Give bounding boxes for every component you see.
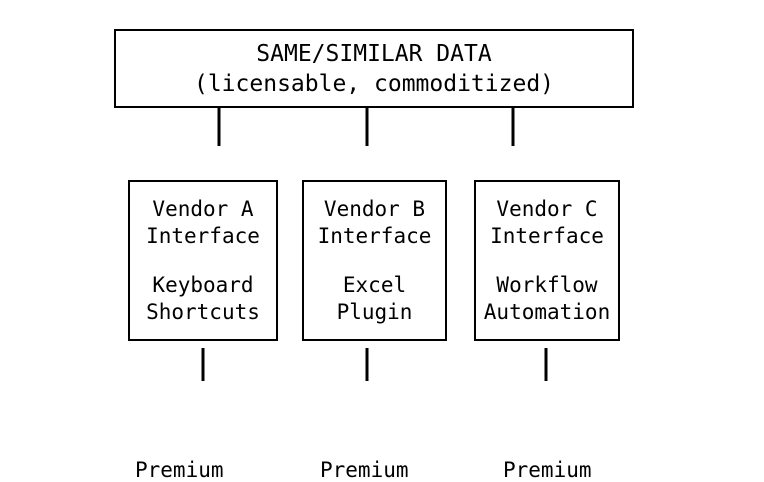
vendor-b-feature-line1: Excel bbox=[342, 272, 407, 297]
vendor-b-feature-line2: Plugin bbox=[336, 299, 413, 324]
source-data-subtitle: (licensable, commoditized) bbox=[193, 70, 555, 97]
vendor-a-title-line1: Vendor A bbox=[152, 196, 254, 221]
vendor-c-box: Vendor C Interface Workflow Automation bbox=[474, 180, 620, 341]
arrow-shaft bbox=[365, 108, 369, 146]
arrow-shaft bbox=[365, 348, 369, 381]
source-data-title: SAME/SIMILAR DATA bbox=[256, 40, 492, 67]
vendor-b-box: Vendor B Interface Excel Plugin bbox=[302, 180, 447, 341]
vendor-a-box: Vendor A Interface Keyboard Shortcuts bbox=[128, 180, 278, 341]
vendor-a-title-line2: Interface bbox=[146, 223, 260, 248]
vendor-c-outcome: Premium Pricing bbox=[503, 400, 592, 482]
vendor-c-outcome-line1: Premium bbox=[503, 458, 592, 482]
vendor-c-feature-line1: Workflow bbox=[496, 272, 598, 297]
vendor-c-title-line1: Vendor C bbox=[496, 196, 598, 221]
arrow-shaft bbox=[217, 108, 221, 146]
arrow-shaft bbox=[201, 348, 205, 381]
vendor-b-outcome-line1: Premium bbox=[320, 458, 409, 482]
vendor-a-feature-line2: Shortcuts bbox=[146, 299, 260, 324]
arrow-shaft bbox=[511, 108, 515, 146]
vendor-a-feature-line1: Keyboard bbox=[152, 272, 254, 297]
vendor-a-outcome-line1: Premium bbox=[135, 458, 224, 482]
vendor-b-title-line1: Vendor B bbox=[323, 196, 426, 221]
source-data-box: SAME/SIMILAR DATA (licensable, commoditi… bbox=[114, 29, 634, 108]
arrow-shaft bbox=[544, 348, 548, 381]
vendor-a-outcome: Premium Pricing bbox=[135, 400, 224, 482]
vendor-b-title-line2: Interface bbox=[317, 223, 432, 248]
vendor-c-title-line2: Interface bbox=[490, 223, 604, 248]
vendor-b-outcome: Premium Pricing bbox=[320, 400, 409, 482]
vendor-c-feature-line2: Automation bbox=[483, 299, 611, 324]
